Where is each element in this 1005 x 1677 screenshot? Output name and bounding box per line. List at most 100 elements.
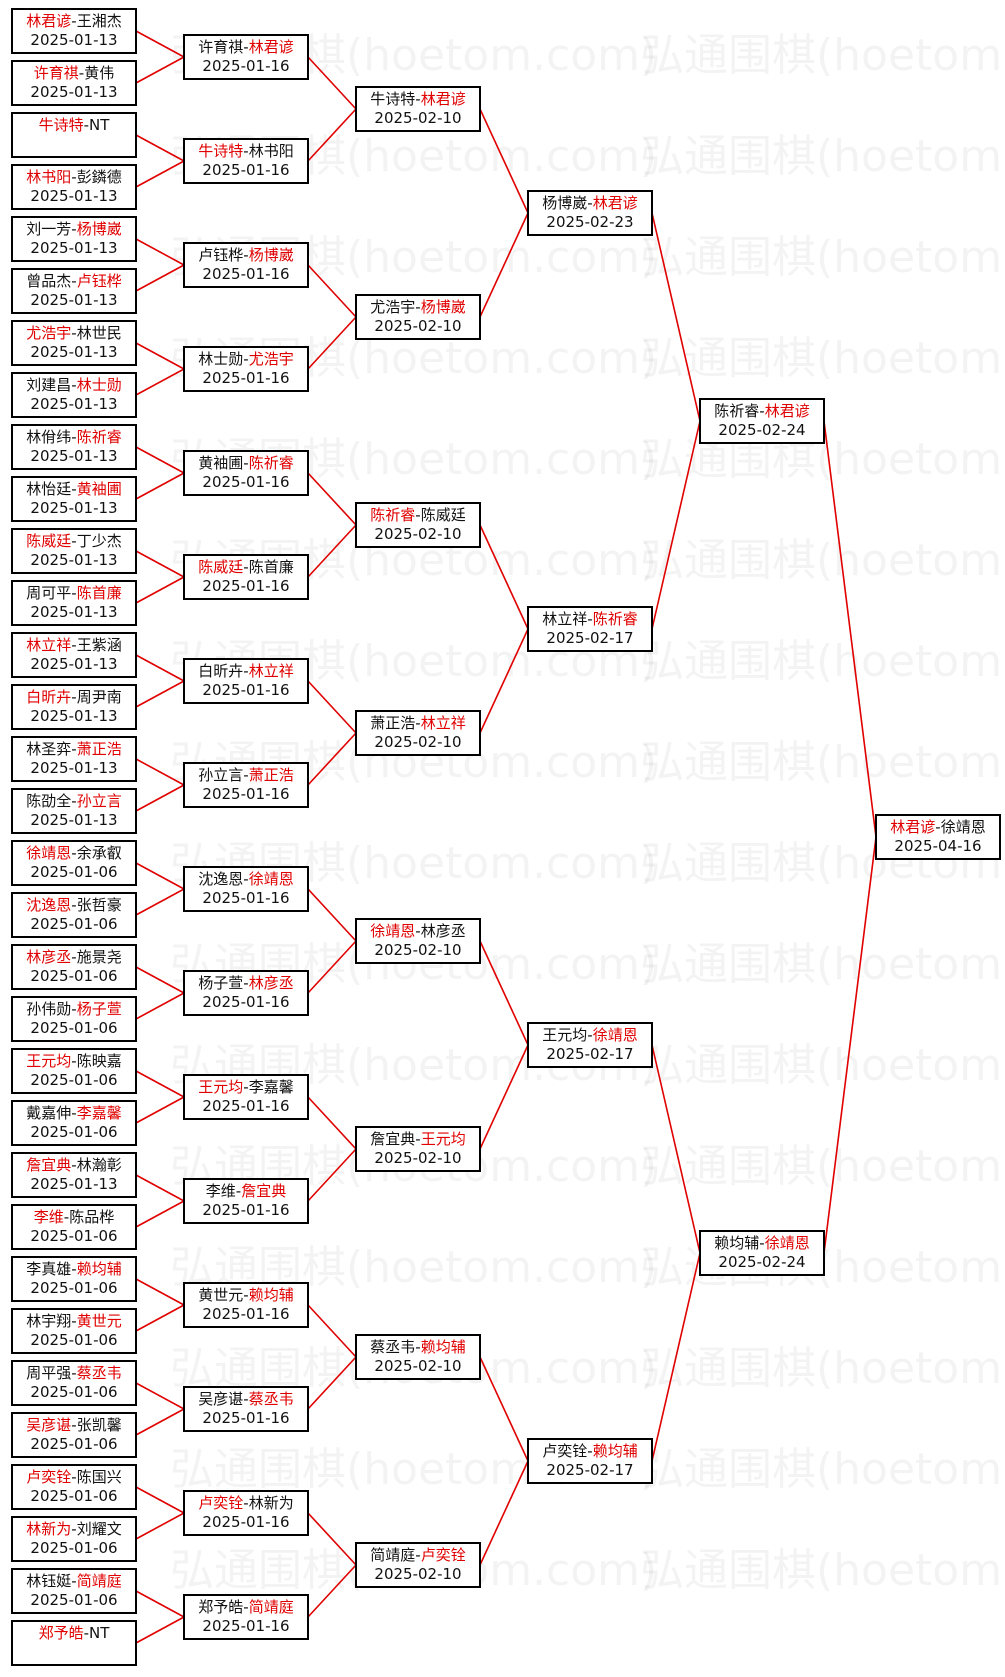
match-players: 吴彦谌-蔡丞韦	[198, 1390, 293, 1408]
bracket-connector	[135, 1304, 185, 1332]
match-box-frame	[11, 216, 137, 262]
match-date: 2025-01-16	[202, 681, 289, 699]
match-date: 2025-02-10	[374, 525, 461, 543]
match-players: 沈逸恩-张哲豪	[26, 896, 121, 914]
bracket-connector	[479, 1356, 529, 1462]
match-box-frame	[183, 1386, 309, 1432]
bracket-connector	[307, 56, 357, 110]
player-name: 林君谚	[26, 12, 71, 30]
match-box-frame	[355, 710, 481, 756]
match-date: 2025-01-13	[30, 551, 117, 569]
player-name: 简靖庭	[77, 1572, 122, 1590]
match-players: 吴彦谌-张凯馨	[26, 1416, 121, 1434]
match-date: 2025-01-13	[30, 603, 117, 621]
bracket-connector	[135, 1200, 185, 1228]
player-name: 戴嘉伸	[26, 1104, 71, 1122]
match-box-frame	[11, 320, 137, 366]
player-separator: -	[415, 90, 420, 108]
match-players: 陈威廷-丁少杰	[26, 532, 121, 550]
match-players: 杨子萱-林彦丞	[198, 974, 293, 992]
player-separator: -	[71, 688, 76, 706]
player-separator: -	[243, 974, 248, 992]
player-name: 陈威廷	[421, 506, 466, 524]
player-name: 徐靖恩	[370, 922, 415, 940]
bracket-connector	[135, 446, 185, 474]
bracket-connector	[135, 1590, 185, 1618]
player-name: 沈逸恩	[26, 896, 71, 914]
bracket-connector	[135, 576, 185, 604]
bracket-connector	[135, 264, 185, 292]
player-name: 陈映嘉	[77, 1052, 122, 1070]
player-separator: -	[71, 896, 76, 914]
player-name: 林立祥	[421, 714, 466, 732]
match-players: 许育祺-黄伟	[34, 64, 114, 82]
watermark-text: 弘通围棋(hoetom.com)	[640, 737, 1005, 788]
bracket-connector	[135, 368, 185, 396]
match-date: 2025-01-13	[30, 239, 117, 257]
bracket-connector	[651, 212, 701, 422]
player-name: 陈首廉	[249, 558, 294, 576]
player-separator: -	[243, 1598, 248, 1616]
watermark-text: 弘通围棋(hoetom.com)	[640, 1141, 1005, 1192]
match-date: 2025-01-16	[202, 889, 289, 907]
bracket-connector	[307, 680, 357, 734]
bracket-connector	[135, 654, 185, 682]
bracket-connector	[135, 966, 185, 994]
match-players: 林圣弈-萧正浩	[26, 740, 121, 758]
player-name: 孙伟勋	[26, 1000, 71, 1018]
player-separator: -	[243, 142, 248, 160]
match-box-frame	[11, 60, 137, 106]
player-name: 卢奕铨	[26, 1468, 71, 1486]
match-date: 2025-01-06	[30, 1331, 117, 1349]
player-separator: -	[79, 64, 84, 82]
player-separator: -	[587, 1442, 592, 1460]
match-players: 蔡丞韦-赖均辅	[370, 1338, 465, 1356]
player-name: 林君谚	[421, 90, 466, 108]
match-box-frame	[11, 164, 137, 210]
player-name: 王元均	[26, 1052, 71, 1070]
player-name: 林君谚	[765, 402, 810, 420]
player-name: 李真雄	[26, 1260, 71, 1278]
player-name: 卢奕铨	[542, 1442, 587, 1460]
match-date: 2025-01-16	[202, 57, 289, 75]
match-date: 2025-01-13	[30, 31, 117, 49]
watermark-text: 弘通围棋(hoetom.com)	[640, 1444, 1005, 1495]
player-separator: -	[71, 584, 76, 602]
match-players: 曾品杰-卢钰桦	[26, 272, 121, 290]
match-players: 刘建昌-林士勋	[26, 376, 121, 394]
bracket-connector	[307, 316, 357, 370]
player-separator: -	[243, 558, 248, 576]
match-players: 赖均辅-徐靖恩	[714, 1234, 809, 1252]
match-date: 2025-02-17	[546, 1045, 633, 1063]
match-players: 刘一芳-杨博崴	[26, 220, 121, 238]
match-players: 陈劭全-孙立言	[26, 792, 121, 810]
player-separator: -	[71, 532, 76, 550]
match-date: 2025-02-10	[374, 1565, 461, 1583]
match-players: 李真雄-赖均辅	[26, 1260, 121, 1278]
bracket-connector	[135, 30, 185, 58]
match-box-frame	[355, 918, 481, 964]
player-name: 林彦丞	[249, 974, 294, 992]
player-name: 林君谚	[593, 194, 638, 212]
player-name: 郑予皓	[39, 1624, 84, 1642]
bracket-connector	[479, 628, 529, 734]
match-date: 2025-01-06	[30, 1227, 117, 1245]
match-date: 2025-02-24	[718, 421, 805, 439]
player-name: 杨子萱	[77, 1000, 122, 1018]
match-box-frame	[183, 1074, 309, 1120]
player-name: 詹宜典	[370, 1130, 415, 1148]
match-date: 2025-01-16	[202, 1201, 289, 1219]
match-players: 卢奕铨-赖均辅	[542, 1442, 637, 1460]
player-separator: -	[243, 246, 248, 264]
